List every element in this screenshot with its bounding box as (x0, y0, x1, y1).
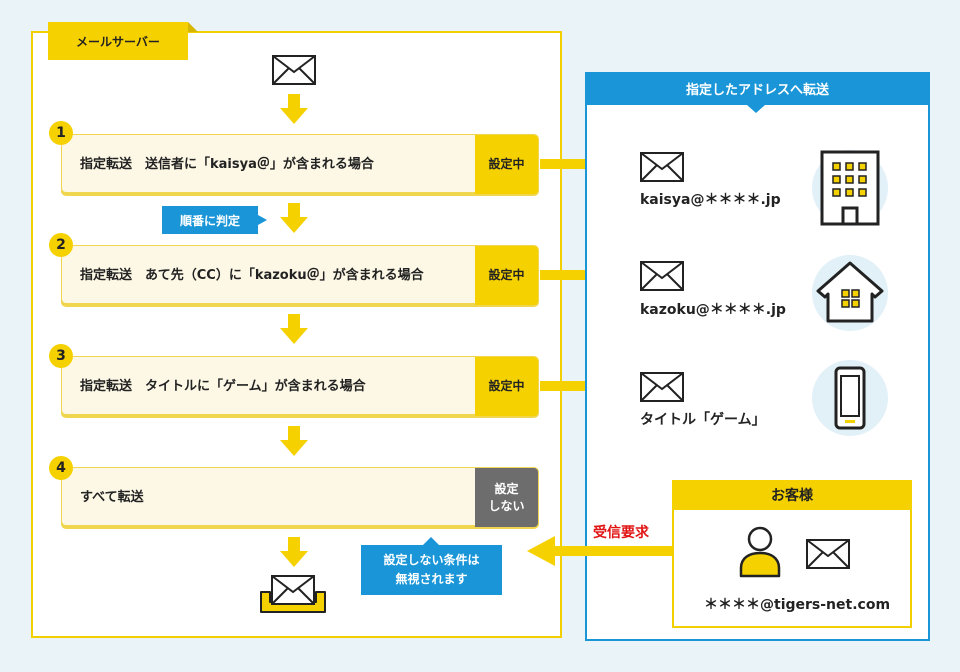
forward-rule-1: 指定転送 送信者に「kaisya＠」が含まれる場合 設定中 (61, 134, 539, 194)
rule-number-badge: 4 (49, 456, 73, 480)
forward-rule-4: すべて転送 設定 しない (61, 467, 539, 527)
status-line: しない (488, 498, 525, 513)
envelope-icon (272, 55, 316, 85)
callout-line: 設定しない条件は (383, 552, 480, 567)
down-arrow-icon (280, 537, 308, 567)
down-arrow-icon (280, 94, 308, 124)
left-arrow-icon (527, 536, 673, 566)
forward-rule-2: 指定転送 あて先（CC）に「kazoku＠」が含まれる場合 設定中 (61, 245, 539, 305)
rule-status-badge: 設定 しない (475, 468, 538, 527)
customer-title: お客様 (672, 480, 912, 510)
inbox-tray-icon (260, 575, 326, 613)
envelope-icon (806, 539, 850, 569)
destination-label: タイトル「ゲーム」 (640, 412, 766, 428)
rule-status-badge: 設定中 (475, 357, 538, 416)
receive-request-label: 受信要求 (593, 525, 649, 541)
callout-line: 無視されます (395, 572, 468, 586)
status-line: 設定 (494, 481, 519, 496)
rule-text: すべて転送 (80, 490, 144, 505)
rule-text: 指定転送 タイトルに「ゲーム」が含まれる場合 (80, 379, 366, 394)
rule-number-badge: 3 (49, 344, 73, 368)
smartphone-icon (812, 360, 888, 436)
envelope-icon (640, 152, 684, 182)
rule-text: 指定転送 あて先（CC）に「kazoku＠」が含まれる場合 (80, 268, 424, 283)
forwarding-title: 指定したアドレスへ転送 (585, 72, 930, 113)
house-icon (812, 255, 888, 331)
rule-number-badge: 2 (49, 233, 73, 257)
unset-condition-callout: 設定しない条件は 無視されます (361, 537, 502, 595)
office-building-icon (812, 150, 888, 226)
rule-number-badge: 1 (49, 121, 73, 145)
destination-label: kazoku@＊＊＊＊.jp (640, 302, 786, 318)
envelope-icon (640, 261, 684, 291)
destination-label: kaisya@＊＊＊＊.jp (640, 192, 781, 208)
down-arrow-icon (280, 426, 308, 456)
forward-rule-3: 指定転送 タイトルに「ゲーム」が含まれる場合 設定中 (61, 356, 539, 416)
down-arrow-icon (280, 314, 308, 344)
rule-text: 指定転送 送信者に「kaisya＠」が含まれる場合 (80, 157, 374, 172)
mail-server-title: メールサーバー (48, 22, 198, 60)
order-callout: 順番に判定 (162, 206, 267, 234)
rule-status-badge: 設定中 (475, 135, 538, 194)
rule-status-badge: 設定中 (475, 246, 538, 305)
down-arrow-icon (280, 203, 308, 233)
customer-email: ＊＊＊＊@tigers-net.com (704, 597, 891, 613)
person-icon (739, 526, 781, 578)
envelope-icon (640, 372, 684, 402)
